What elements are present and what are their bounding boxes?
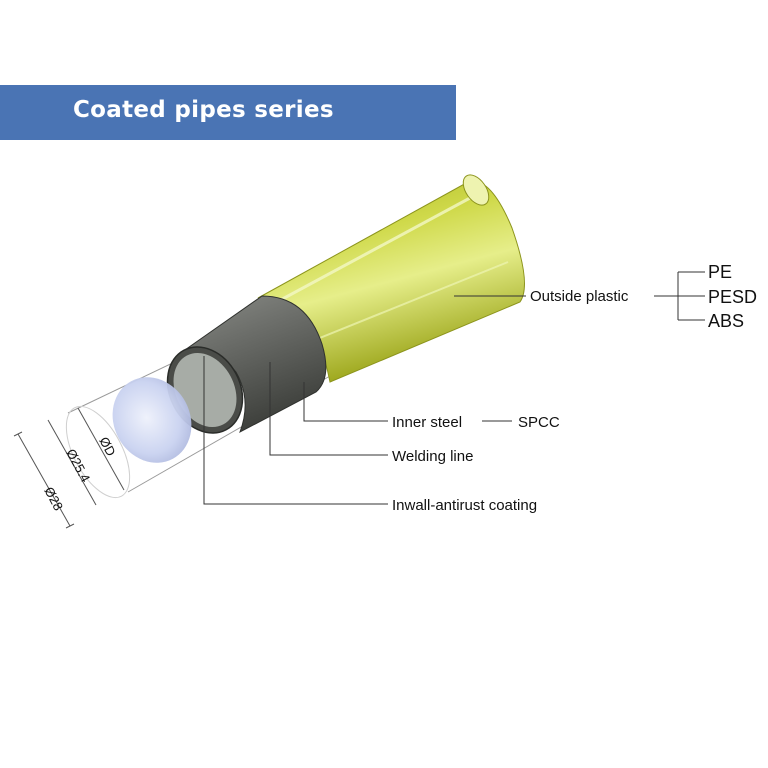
dimension-outer: Ø28	[41, 484, 66, 513]
inner-coating-face	[112, 377, 192, 463]
dimension-middle: Ø25.4	[63, 446, 93, 484]
banner-title: Coated pipes series	[73, 97, 334, 123]
label-welding-line: Welding line	[392, 448, 473, 465]
dimension-inner: ØD	[96, 434, 118, 458]
plastic-option-pesd: PESD	[708, 287, 757, 307]
dimension-lines	[13, 407, 125, 529]
plastic-option-pe: PE	[708, 262, 732, 282]
title-banner: Coated pipes series	[0, 85, 456, 140]
label-inwall-coating: Inwall-antirust coating	[392, 497, 537, 514]
label-spcc: SPCC	[518, 414, 560, 431]
leader-lines	[203, 271, 705, 505]
plastic-option-abs: ABS	[708, 311, 744, 331]
inner-steel-layer	[166, 295, 327, 434]
label-inner-steel: Inner steel	[392, 414, 462, 431]
label-outside-plastic: Outside plastic	[530, 288, 629, 305]
